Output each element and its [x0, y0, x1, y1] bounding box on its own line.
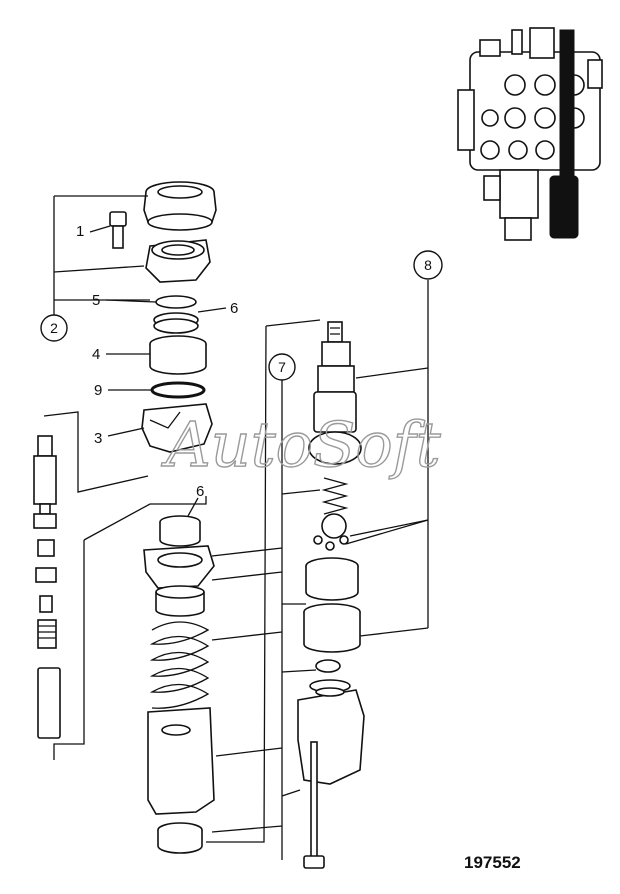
leader-lines [43, 195, 429, 860]
callout-4: 4 [92, 346, 100, 363]
tie-bolt [303, 741, 325, 869]
callout-6-lower: 6 [196, 483, 204, 500]
end-plug [157, 822, 203, 854]
spool-rod [33, 435, 61, 739]
callout-9: 9 [94, 382, 102, 399]
callout-labels: 1 5 6 4 9 3 6 [76, 223, 238, 500]
screw [109, 211, 127, 249]
detent-balls [313, 513, 349, 551]
svg-text:8: 8 [424, 257, 432, 273]
circled-callouts: 2 7 8 [40, 250, 443, 381]
svg-text:2: 2 [50, 320, 58, 336]
callout-5: 5 [92, 292, 100, 309]
return-spring [149, 621, 210, 709]
circled-callout-8: 8 [413, 250, 443, 280]
valve-block-inset [457, 27, 603, 241]
boot-cap [143, 181, 217, 231]
bush-4 [149, 335, 207, 375]
oring-9 [150, 381, 206, 399]
detent-sleeve [305, 557, 359, 601]
reference-number: 197552 [464, 853, 521, 872]
spool-cap-housing [147, 707, 215, 815]
callout-3: 3 [94, 430, 102, 447]
autosoft-watermark: AutoSoft [161, 408, 441, 481]
detent-spool [308, 321, 362, 465]
svg-text:7: 7 [278, 359, 286, 375]
detent-cap [297, 659, 365, 785]
detent-housing [303, 603, 361, 653]
detent-spring [321, 477, 349, 515]
callout-1: 1 [76, 223, 84, 240]
callout-6-upper: 6 [230, 300, 238, 317]
collar-3 [141, 403, 213, 453]
circled-callout-2: 2 [40, 314, 68, 342]
spring-seat [143, 545, 215, 589]
seal-6-upper [153, 312, 199, 334]
circled-callout-7: 7 [268, 353, 296, 381]
retainer-plate [145, 239, 211, 283]
seal-6-lower [159, 515, 201, 547]
ring-5 [155, 295, 197, 309]
highlighted-spool-section [549, 29, 579, 239]
spacer-bush [155, 585, 205, 617]
